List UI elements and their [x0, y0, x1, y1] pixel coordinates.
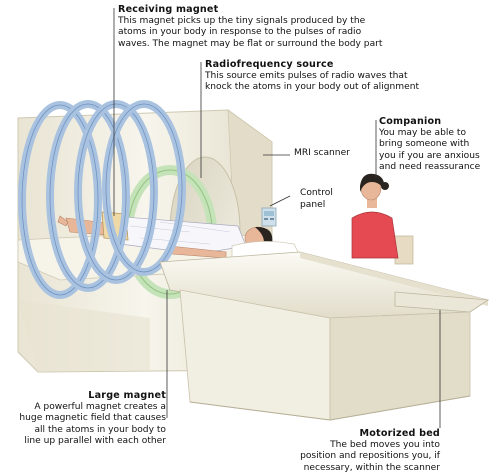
label-control-panel-line-2: panel — [300, 199, 326, 210]
label-companion-line-3: you if you are anxious — [379, 150, 480, 161]
label-receiving-magnet-title: Receiving magnet — [118, 4, 219, 15]
control-panel-device — [261, 207, 277, 227]
label-radiofrequency-source: Radiofrequency source This source emits … — [205, 59, 419, 94]
label-receiving-magnet-line-1: This magnet picks up the tiny signals pr… — [118, 15, 366, 26]
large-magnet-rings — [18, 100, 186, 299]
label-motorized-bed-line-3: necessary, within the scanner — [303, 462, 440, 473]
label-radiofrequency-source-line-2: knock the atoms in your body out of alig… — [205, 82, 420, 93]
label-companion-line-1: You may be able to — [379, 127, 467, 138]
label-large-magnet-line-2: huge magnetic field that causes — [19, 413, 166, 424]
label-large-magnet-line-4: line up parallel with each other — [24, 436, 166, 447]
label-mri-scanner: MRI scanner — [294, 148, 350, 158]
label-motorized-bed-line-1: The bed moves you into — [330, 439, 440, 450]
label-large-magnet-line-1: A powerful magnet creates a — [34, 401, 166, 412]
label-large-magnet-line-3: all the atoms in your body to — [34, 424, 166, 435]
label-motorized-bed-line-2: position and repositions you, if — [300, 451, 440, 462]
label-large-magnet-title: Large magnet — [88, 390, 166, 401]
label-companion-line-2: bring someone with — [379, 139, 470, 150]
label-companion: Companion You may be able to bring someo… — [379, 116, 480, 174]
motorized-bed — [159, 251, 490, 421]
label-radiofrequency-source-title: Radiofrequency source — [205, 59, 334, 70]
label-large-magnet: Large magnet A powerful magnet creates a… — [19, 390, 166, 448]
label-motorized-bed: Motorized bed The bed moves you into pos… — [300, 428, 440, 474]
label-companion-title: Companion — [379, 116, 442, 127]
label-receiving-magnet-line-3: waves. The magnet may be flat or surroun… — [118, 38, 383, 49]
label-control-panel-line-1: Control — [300, 188, 333, 198]
label-receiving-magnet-line-2: atoms in your body in response to the pu… — [118, 27, 362, 38]
label-motorized-bed-title: Motorized bed — [359, 428, 440, 439]
companion-person — [351, 173, 414, 265]
label-control-panel: Control panel — [300, 188, 333, 211]
label-radiofrequency-source-line-1: This source emits pulses of radio waves … — [205, 70, 408, 81]
leader-lines — [113, 8, 441, 428]
label-receiving-magnet: Receiving magnet This magnet picks up th… — [118, 4, 382, 50]
label-companion-line-4: and need reassurance — [379, 162, 481, 173]
